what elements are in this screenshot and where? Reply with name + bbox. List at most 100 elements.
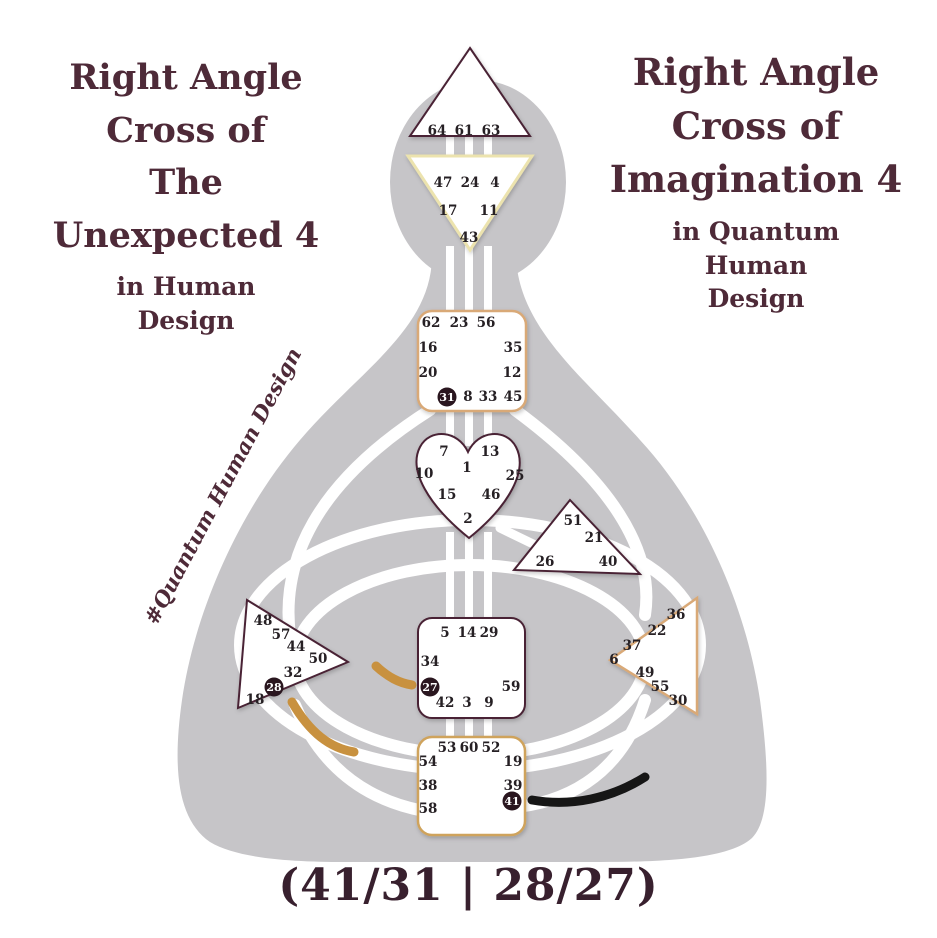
gate-39: 39 [504,778,523,794]
gate-6: 6 [609,652,618,668]
ajna-center-shape [405,154,535,253]
gate-11: 11 [480,203,499,219]
gate-27-highlight [420,677,440,697]
gate-27: 27 [422,681,437,694]
left-title-line-1: Right Angle [69,57,303,98]
gate-5: 5 [440,625,449,641]
right-title-subtitle: in Quantum Human Design [588,215,924,316]
gate-22: 22 [648,623,667,639]
gate-3: 3 [462,695,471,711]
gate-30: 30 [669,693,688,709]
gate-29: 29 [480,625,499,641]
gate-52: 52 [482,740,501,756]
gate-59: 59 [502,679,521,695]
gate-57: 57 [272,627,291,643]
gate-47: 47 [434,175,453,191]
gate-42: 42 [436,695,455,711]
gate-33: 33 [479,389,498,405]
throat-center-shape [416,309,528,413]
right-subtitle-line-3: Design [707,284,805,314]
gate-44: 44 [287,639,306,655]
gold-arc-spleen [287,697,359,757]
centers-layer [236,46,699,837]
root-center-shape [416,735,527,837]
right-cross-title: Right Angle Cross of Imagination 4 in Qu… [588,46,924,316]
g-center-shape [415,433,521,540]
gate-54: 54 [419,754,438,770]
will-center-shape [511,498,643,576]
gate-53: 53 [438,740,457,756]
spleen-center-shape [236,598,351,710]
gate-60: 60 [460,740,479,756]
gate-50: 50 [309,651,328,667]
gate-13: 13 [481,444,500,460]
gate-34: 34 [421,654,440,670]
head-center-shape [408,46,532,137]
gate-41-highlight [502,791,522,811]
left-subtitle-line-2: Design [137,305,235,335]
gate-43: 43 [460,230,479,246]
gate-28: 28 [266,681,282,694]
gate-7: 7 [439,444,448,460]
gate-10: 10 [415,466,434,482]
gate-62: 62 [422,315,441,331]
left-title-line-4: Unexpected 4 [52,214,320,256]
gate-35: 35 [504,340,523,356]
gate-8: 8 [463,389,472,405]
gate-2: 2 [463,511,472,527]
gate-46: 46 [482,487,501,503]
gate-37: 37 [623,638,642,654]
gate-41: 41 [504,795,519,808]
gate-55: 55 [651,679,670,695]
gate-25: 25 [506,468,525,484]
left-cross-title: Right Angle Cross of The Unexpected 4 in… [18,52,354,338]
gate-19: 19 [504,754,523,770]
gate-17: 17 [439,203,458,219]
left-subtitle-line-1: in Human [116,272,256,301]
right-subtitle-line-1: in Quantum [672,216,840,246]
gate-32: 32 [284,665,303,681]
gate-49: 49 [636,665,655,681]
gate-64: 64 [428,123,447,139]
gate-31: 31 [439,391,454,404]
gate-56: 56 [477,315,496,331]
gate-36: 36 [667,607,686,623]
gate-48: 48 [254,613,273,629]
gate-31-highlight [437,387,457,407]
gate-24: 24 [461,175,480,191]
solar-plexus-center-shape [607,595,699,717]
gate-21: 21 [585,530,604,546]
gate-26: 26 [536,554,555,570]
left-title-line-3: The [149,162,223,203]
gate-15: 15 [438,487,457,503]
left-title-line-2: Cross of [106,109,266,151]
gold-arc-sacral [371,661,417,690]
gate-28-highlight [264,677,284,697]
gate-45: 45 [504,389,523,405]
gate-1: 1 [462,460,471,476]
gate-18: 18 [246,692,265,708]
defined-channel-arcs [287,661,650,807]
gate-20: 20 [419,365,438,381]
gate-58: 58 [419,801,438,817]
black-arc-root [527,772,650,807]
gate-9: 9 [484,695,493,711]
cross-notation: (41/31 | 28/27) [278,860,659,911]
gate-63: 63 [482,123,501,139]
gate-51: 51 [564,513,583,529]
right-title-line-2: Cross of [671,103,841,148]
right-subtitle-line-2: Human [704,250,808,280]
gate-61: 61 [455,123,474,139]
gate-12: 12 [503,365,522,381]
gate-23: 23 [450,315,469,331]
gate-40: 40 [599,554,618,570]
right-title-line-1: Right Angle [632,50,880,94]
gate-38: 38 [419,778,438,794]
left-title-subtitle: in Human Design [18,270,354,338]
gate-14: 14 [458,625,477,641]
gate-4: 4 [490,175,499,191]
right-title-line-3: Imagination 4 [609,157,903,202]
